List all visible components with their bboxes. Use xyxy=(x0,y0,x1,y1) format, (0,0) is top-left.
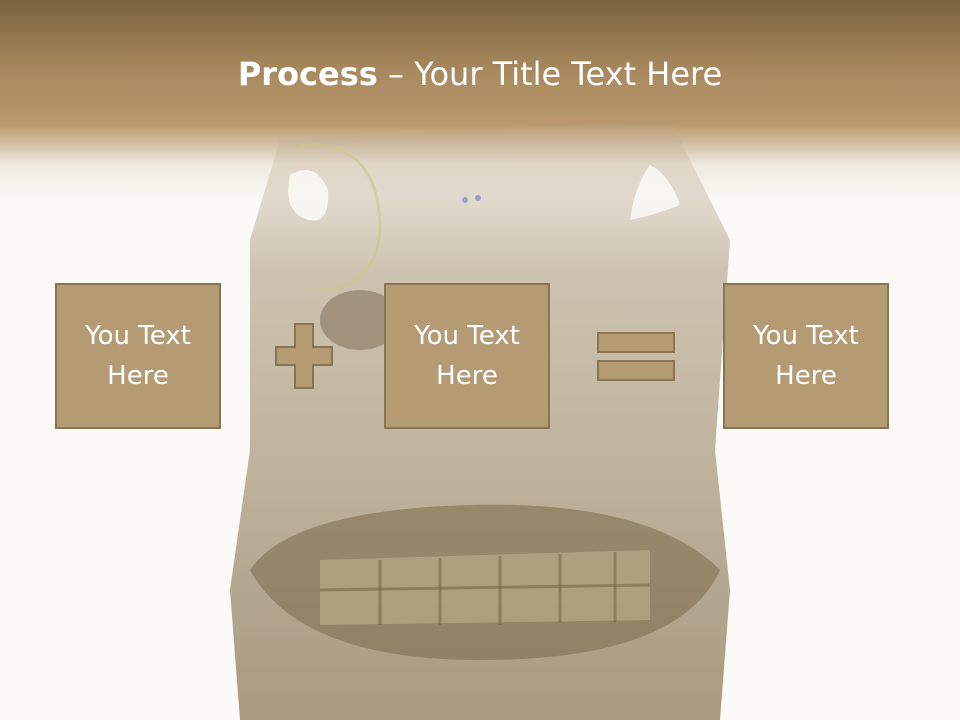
title-rest: – Your Title Text Here xyxy=(377,55,723,93)
equals-icon xyxy=(597,332,675,381)
process-box-3[interactable]: You Text Here xyxy=(723,283,889,429)
slide-title: Process – Your Title Text Here xyxy=(0,52,960,96)
process-box-2-text: You Text Here xyxy=(414,321,520,391)
process-box-1[interactable]: You Text Here xyxy=(55,283,221,429)
process-box-3-text: You Text Here xyxy=(753,321,859,391)
process-box-2[interactable]: You Text Here xyxy=(384,283,550,429)
process-box-1-text: You Text Here xyxy=(85,321,191,391)
plus-icon xyxy=(275,323,333,389)
title-bold: Process xyxy=(237,55,378,93)
